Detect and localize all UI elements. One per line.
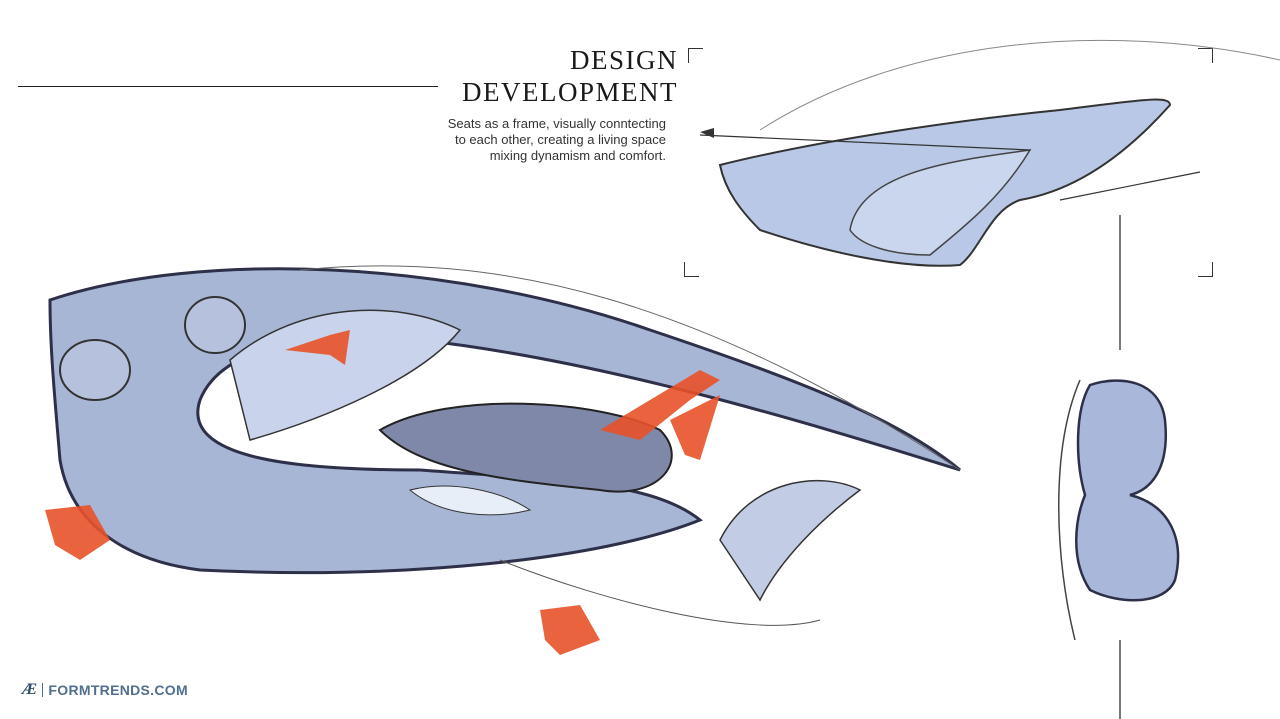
frame-corner bbox=[1198, 48, 1213, 63]
seat-sketch-top bbox=[699, 39, 1280, 267]
logo-separator bbox=[42, 683, 44, 697]
interior-sketch-main bbox=[48, 265, 961, 626]
description-line: mixing dynamism and comfort. bbox=[489, 148, 666, 163]
page-title: DESIGN DEVELOPMENT bbox=[462, 44, 678, 108]
title-line-1: DESIGN bbox=[570, 45, 678, 75]
frame-corner bbox=[684, 262, 699, 277]
logo-mark-icon: Æ bbox=[22, 681, 38, 698]
logo-text: FORMTRENDS.COM bbox=[48, 682, 188, 698]
frame-corner bbox=[688, 48, 703, 63]
formtrends-logo[interactable]: Æ FORMTRENDS.COM bbox=[22, 681, 188, 699]
description-line: to each other, creating a living space bbox=[454, 132, 666, 147]
seat-sketch-side bbox=[1058, 215, 1180, 719]
orange-accents bbox=[45, 330, 720, 655]
description: Seats as a frame, visually conntecting t… bbox=[346, 116, 666, 164]
frame-corner bbox=[1198, 262, 1213, 277]
description-line: Seats as a frame, visually conntecting bbox=[447, 116, 666, 131]
divider-line bbox=[18, 86, 438, 87]
title-line-2: DEVELOPMENT bbox=[462, 77, 678, 107]
